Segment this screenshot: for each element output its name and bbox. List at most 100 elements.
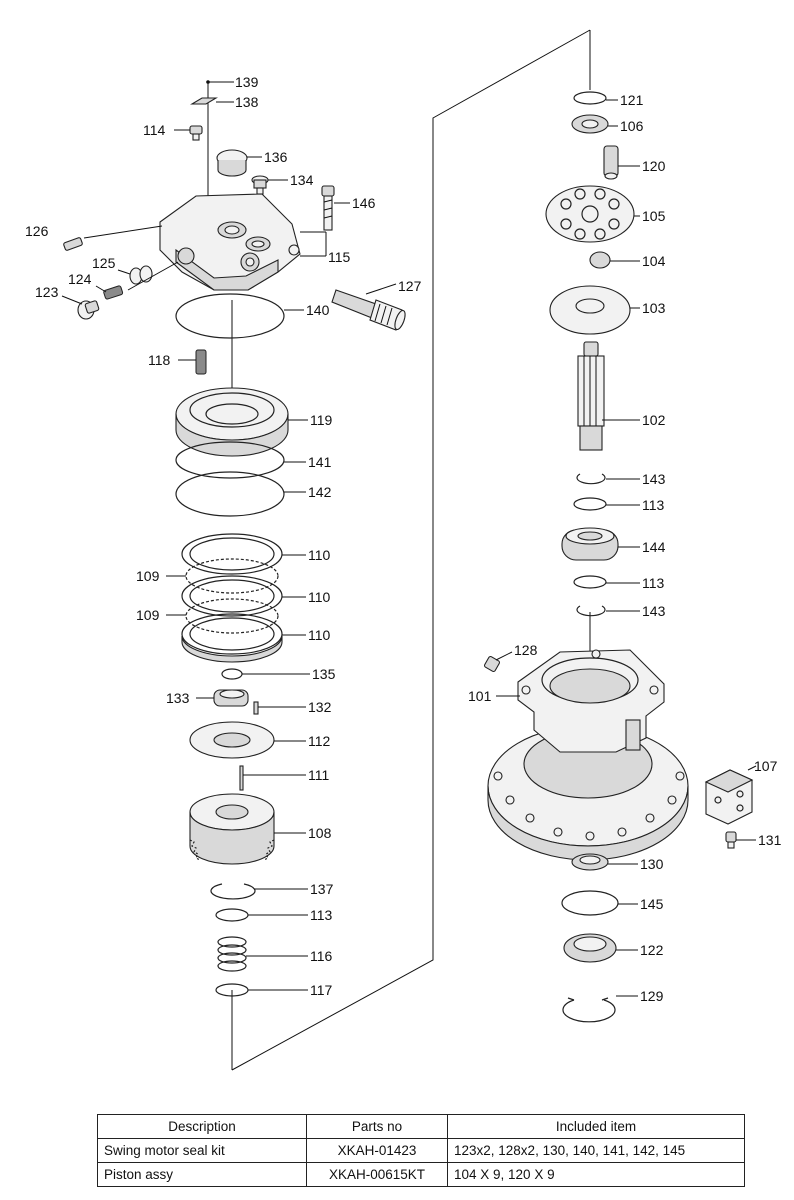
- part-146-bolt: [321, 185, 335, 231]
- label-145: 145: [640, 896, 664, 912]
- label-124: 124: [68, 271, 92, 287]
- label-104: 104: [642, 253, 666, 269]
- part-111-pin: [239, 765, 244, 791]
- label-113-c: 113: [642, 575, 665, 591]
- part-109-friction-plate-a: [185, 558, 279, 594]
- part-143-snap-ring-b: [576, 605, 606, 617]
- label-115: 115: [328, 249, 351, 265]
- part-110-plate-c: [181, 613, 283, 663]
- part-126-screw: [63, 237, 83, 251]
- label-126: 126: [25, 223, 49, 239]
- part-132-pin: [253, 701, 259, 715]
- label-137: 137: [310, 881, 334, 897]
- part-145-o-ring: [561, 890, 619, 916]
- label-138: 138: [235, 94, 259, 110]
- part-106-bearing: [571, 114, 609, 134]
- part-133-bearing: [213, 689, 249, 707]
- label-105: 105: [642, 208, 666, 224]
- label-117: 117: [310, 982, 333, 998]
- label-146: 146: [352, 195, 376, 211]
- part-142-ring: [175, 471, 285, 517]
- label-141: 141: [308, 454, 332, 470]
- assembly-divider-line: [231, 29, 591, 1071]
- column-header-parts-no: Parts no: [306, 1114, 448, 1139]
- label-142: 142: [308, 484, 332, 500]
- part-134-bolt: [251, 175, 269, 195]
- part-136-cap: [216, 149, 248, 177]
- label-128: 128: [514, 642, 538, 658]
- part-123-plug: [77, 300, 100, 320]
- part-101-housing: [487, 649, 689, 861]
- part-130-seal: [571, 853, 609, 871]
- label-125: 125: [92, 255, 116, 271]
- seal-kit-table: Description Parts no Included item Swing…: [97, 1114, 745, 1187]
- part-137-snap-ring: [210, 883, 256, 900]
- part-138-plate: [190, 97, 218, 105]
- part-120-piston: [603, 145, 619, 180]
- label-107: 107: [754, 758, 778, 774]
- label-119: 119: [310, 412, 333, 428]
- part-105-retainer-plate: [545, 185, 635, 243]
- part-129-snap-ring: [562, 999, 616, 1023]
- part-110-plate-b: [181, 575, 283, 617]
- label-110-b: 110: [308, 589, 331, 605]
- part-112-plate: [189, 721, 275, 759]
- part-113-ring-b: [573, 497, 607, 511]
- label-112: 112: [308, 733, 331, 749]
- label-139: 139: [235, 74, 259, 90]
- label-108: 108: [308, 825, 332, 841]
- label-101: 101: [468, 688, 492, 704]
- part-113-ring: [215, 908, 249, 922]
- label-127: 127: [398, 278, 422, 294]
- label-118: 118: [148, 352, 171, 368]
- label-134: 134: [290, 172, 314, 188]
- label-113-b: 113: [642, 497, 665, 513]
- motor-head-housing: [159, 193, 301, 291]
- part-102-shaft: [577, 341, 605, 451]
- part-140-o-ring: [175, 293, 285, 339]
- label-143-b: 143: [642, 603, 666, 619]
- part-103-swash-plate: [549, 285, 631, 335]
- part-108-gear: [189, 793, 275, 865]
- label-110-c: 110: [308, 627, 331, 643]
- part-143-snap-ring-a: [576, 473, 606, 485]
- table-row: Piston assy XKAH-00615KT 104 X 9, 120 X …: [97, 1162, 745, 1187]
- part-109-friction-plate-b: [185, 598, 279, 634]
- label-109-b: 109: [136, 607, 160, 623]
- label-116: 116: [310, 948, 333, 964]
- part-127-shaft: [331, 289, 406, 331]
- table-header-row: Description Parts no Included item: [97, 1114, 745, 1139]
- label-111: 111: [308, 767, 329, 783]
- part-128-bolt: [483, 655, 501, 673]
- cell-parts-no: XKAH-01423: [306, 1138, 448, 1163]
- cell-description: Piston assy: [97, 1162, 307, 1187]
- column-header-description: Description: [97, 1114, 307, 1139]
- part-125-ring: [129, 265, 153, 285]
- cell-included-item: 123x2, 128x2, 130, 140, 141, 142, 145: [447, 1138, 745, 1163]
- part-104-ball-guide: [589, 251, 611, 269]
- label-122: 122: [640, 942, 664, 958]
- part-131-screw: [725, 831, 737, 849]
- part-113-ring-c: [573, 575, 607, 589]
- label-120: 120: [642, 158, 666, 174]
- part-144-bearing: [561, 527, 619, 561]
- part-118-spring: [195, 349, 207, 375]
- exploded-parts-diagram: 139 138 114 136 134 146 126 115 125 124 …: [25, 29, 782, 1071]
- column-header-included-item: Included item: [447, 1114, 745, 1139]
- cell-parts-no: XKAH-00615KT: [306, 1162, 448, 1187]
- table-row: Swing motor seal kit XKAH-01423 123x2, 1…: [97, 1138, 745, 1163]
- part-107-valve-block: [704, 769, 754, 825]
- label-109-a: 109: [136, 568, 160, 584]
- part-135-ring: [221, 668, 243, 680]
- part-121-ring: [573, 91, 607, 105]
- label-110-a: 110: [308, 547, 331, 563]
- part-124-spring: [103, 285, 124, 300]
- label-144: 144: [642, 539, 666, 555]
- label-133: 133: [166, 690, 190, 706]
- part-110-plate-a: [181, 533, 283, 575]
- label-103: 103: [642, 300, 666, 316]
- part-116-spring: [217, 936, 247, 972]
- part-114-plug: [189, 125, 203, 141]
- label-140: 140: [306, 302, 330, 318]
- label-130: 130: [640, 856, 664, 872]
